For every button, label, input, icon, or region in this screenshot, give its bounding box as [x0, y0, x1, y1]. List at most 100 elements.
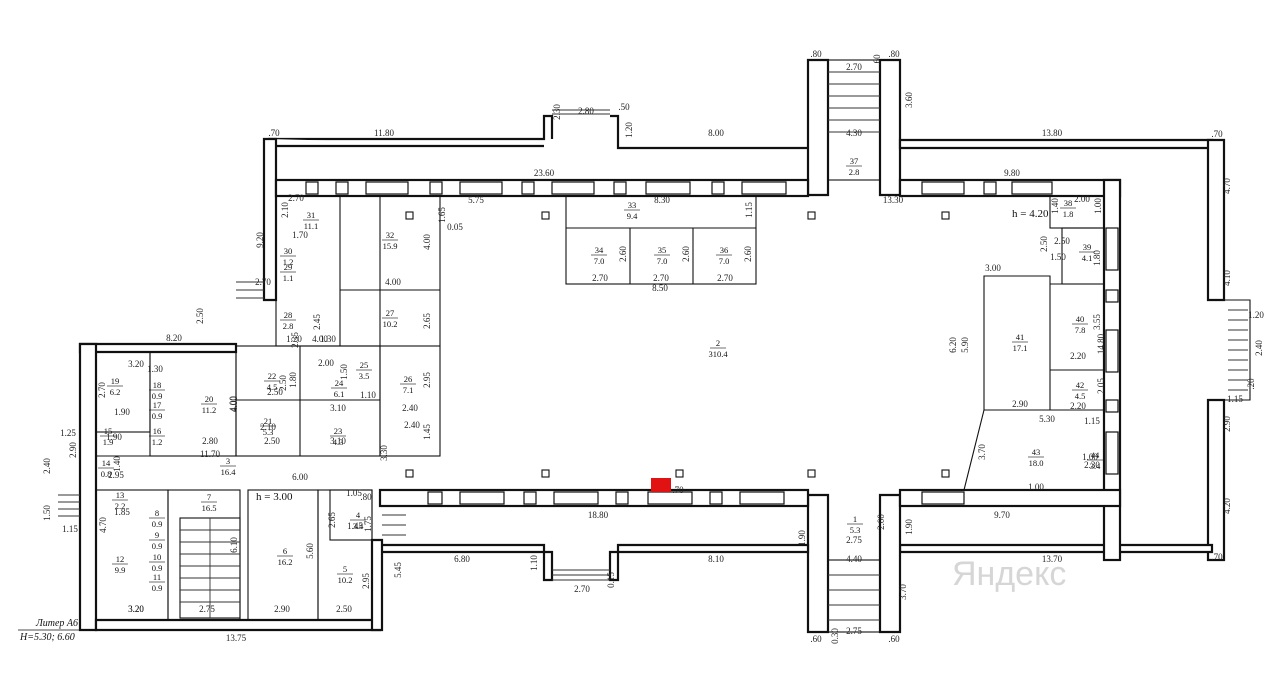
dimension-label: 4.00 — [312, 334, 328, 344]
room-area: 7.0 — [657, 256, 668, 266]
room-area: 10.2 — [338, 575, 353, 585]
room-area: 0.9 — [152, 519, 163, 529]
dimension-label: 2.40 — [42, 458, 52, 474]
dimension-label: 23.60 — [534, 168, 555, 178]
room-number: 21 — [264, 416, 273, 426]
room-area: 18.0 — [1029, 458, 1044, 468]
room-number: 24 — [335, 378, 344, 388]
room-area: 0.9 — [152, 411, 163, 421]
dimension-label: 2.30 — [1084, 460, 1100, 470]
dimension-label: 1.85 — [114, 507, 130, 517]
dimension-label: 2.50 — [195, 308, 205, 324]
room-area: 3.4 — [353, 521, 364, 531]
room-area: 16.2 — [278, 557, 293, 567]
room-number: 18 — [153, 380, 162, 390]
dimension-label: 2.50 — [1054, 236, 1070, 246]
room-area: 7.8 — [1075, 325, 1086, 335]
dimension-label: 2.90 — [1012, 399, 1028, 409]
room-area: 9.9 — [115, 565, 126, 575]
room-number: 13 — [116, 490, 125, 500]
room-number: 28 — [284, 310, 293, 320]
dimension-label: .60 — [810, 634, 822, 644]
room-number: 42 — [1076, 380, 1085, 390]
dimension-label: 11.80 — [374, 128, 394, 138]
dimension-label: 2.70 — [592, 273, 608, 283]
dimension-label: 13.30 — [883, 195, 904, 205]
room-area: 11.1 — [304, 221, 319, 231]
room-area: 17.1 — [1013, 343, 1028, 353]
room-number: 37 — [850, 156, 859, 166]
room-area: 0.9 — [152, 391, 163, 401]
dimension-label: 1.10 — [529, 555, 539, 571]
room-area: 0.9 — [152, 541, 163, 551]
dimension-label: 2.90 — [1222, 416, 1232, 432]
dimension-label: 2.70 — [255, 277, 271, 287]
dimension-label: 8.30 — [654, 195, 670, 205]
room-number: 9 — [155, 530, 159, 540]
dimension-label: 1.05 — [346, 488, 362, 498]
dimension-label: 4.00 — [229, 396, 239, 412]
room-area: 2.8 — [283, 321, 294, 331]
dimension-label: 0.05 — [447, 222, 463, 232]
room-number: 23 — [334, 426, 343, 436]
dimension-label: 2.75 — [846, 626, 862, 636]
room-number: 4 — [356, 510, 361, 520]
room-number: 1 — [853, 514, 857, 524]
room-area: 1.2 — [283, 257, 294, 267]
room-number: 35 — [658, 245, 667, 255]
room-number: 10 — [153, 552, 162, 562]
dimension-label: 8.20 — [166, 333, 182, 343]
room-number: 33 — [628, 200, 637, 210]
dimension-label: 3.10 — [330, 436, 346, 446]
dimension-label: .70 — [672, 485, 684, 495]
room-area: 310.4 — [708, 349, 728, 359]
dimension-label: 1.90 — [114, 407, 130, 417]
dimension-label: 2.80 — [202, 436, 218, 446]
dimension-label: 2.40 — [404, 420, 420, 430]
dimension-label: .80 — [810, 49, 822, 59]
room-number: 11 — [153, 572, 161, 582]
dimension-label: 5.75 — [468, 195, 484, 205]
dimension-label: .20 — [1246, 378, 1256, 390]
dimension-label: 6.00 — [292, 472, 308, 482]
room-area: 0.8 — [101, 469, 112, 479]
room-number: 44 — [1091, 450, 1100, 460]
dimension-label: 2.00 — [1074, 194, 1090, 204]
dimension-label: .60 — [888, 634, 900, 644]
dimension-label: 1.15 — [62, 524, 78, 534]
dimension-label: 3.70 — [977, 444, 987, 460]
dimension-label: 1.20 — [286, 334, 302, 344]
outer-walls — [78, 58, 1251, 634]
dimension-label: 4.30 — [846, 128, 862, 138]
room-area: 1.9 — [103, 437, 114, 447]
room-number: 19 — [111, 376, 120, 386]
dimension-label: 6.80 — [454, 554, 470, 564]
dimension-label: 0.15 — [606, 572, 616, 588]
dimension-label: 1.10 — [360, 390, 376, 400]
dimension-label: 3.10 — [330, 403, 346, 413]
dimension-label: 1.50 — [339, 364, 349, 380]
dimension-label: 1.00 — [1093, 198, 1103, 214]
room-number: 14 — [102, 458, 111, 468]
dimension-label: 1.00 — [1028, 482, 1044, 492]
room-number: 16 — [153, 426, 162, 436]
dimension-label: 5.60 — [305, 543, 315, 559]
room-area: 6.2 — [110, 387, 121, 397]
location-marker — [651, 478, 671, 492]
room-number: 30 — [284, 246, 293, 256]
room-area: 0.9 — [152, 563, 163, 573]
dimension-label: 11.70 — [200, 449, 220, 459]
dimension-label: 4.00 — [228, 396, 238, 412]
dimension-label: 3.60 — [904, 92, 914, 108]
dimension-label: 3.00 — [985, 263, 1001, 273]
dimension-label: 2.70 — [574, 584, 590, 594]
windows — [305, 181, 1119, 505]
room-area: 11.2 — [202, 405, 217, 415]
room-labels: 15.32310.4316.443.4510.2616.2716.580.990… — [98, 156, 1103, 593]
room-number: 43 — [1032, 447, 1041, 457]
dimension-label: 3.20 — [128, 359, 144, 369]
room-number: 40 — [1076, 314, 1085, 324]
room-number: 17 — [153, 400, 162, 410]
